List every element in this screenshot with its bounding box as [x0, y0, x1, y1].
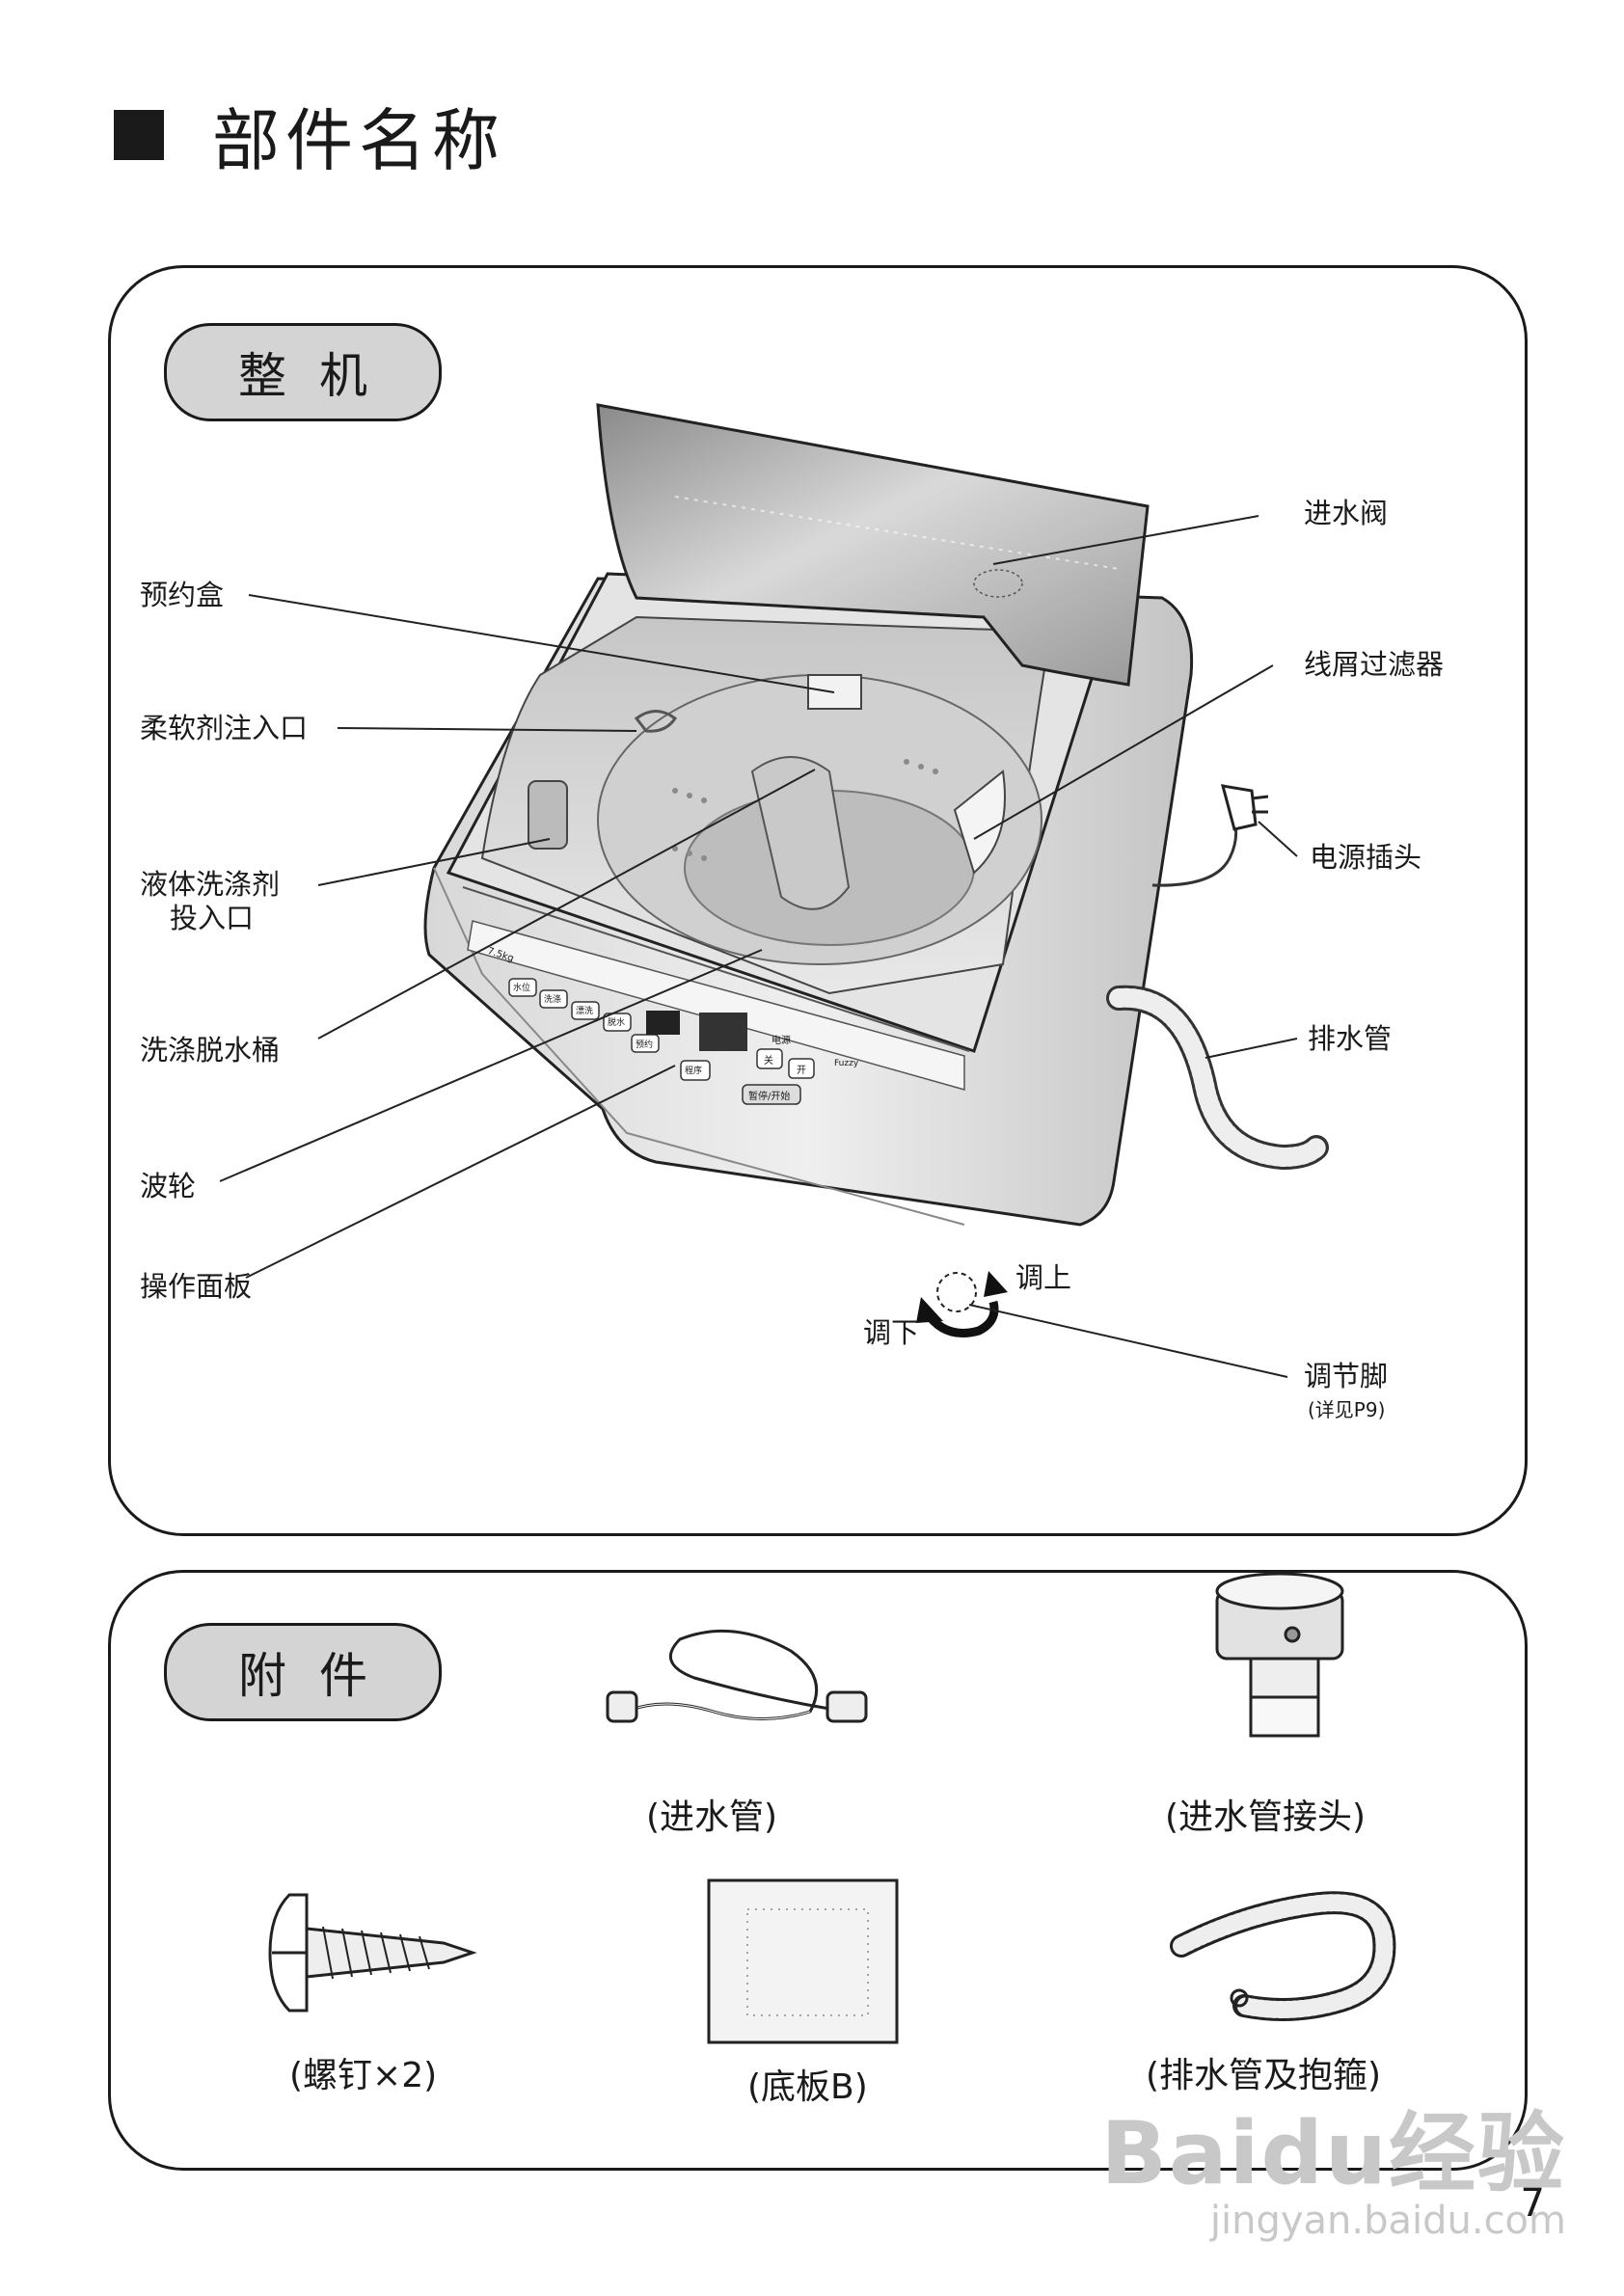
label-adjust-down: 调下	[863, 1316, 920, 1349]
caption-base-plate: (底板B)	[747, 2067, 868, 2107]
title-square-icon	[114, 110, 164, 160]
label-adjust-up: 调上	[1015, 1261, 1072, 1294]
panel-power: 电源	[771, 1036, 791, 1046]
label-softener-inlet: 柔软剂注入口	[140, 712, 309, 744]
label-pulsator: 波轮	[140, 1170, 197, 1202]
machine-lid	[596, 403, 1150, 687]
screw-image	[268, 1893, 477, 2012]
power-plug	[1151, 784, 1269, 887]
panel-fuzzy: Fuzzy	[834, 1059, 859, 1068]
base-plate-image	[707, 1878, 899, 2044]
page-title: 部件名称	[114, 96, 505, 180]
panel-on: 开	[797, 1066, 806, 1076]
panel-schedule: 预约	[636, 1040, 654, 1050]
main-unit-heading: 整机	[164, 323, 442, 421]
panel-water-level: 水位	[513, 984, 531, 993]
wash-tub-opening	[480, 615, 1053, 995]
caption-drain-hose-clamp: (排水管及抱箍)	[1146, 2056, 1382, 2095]
drain-hose	[1106, 985, 1329, 1171]
main-unit-panel: 整机	[108, 265, 1528, 1536]
leader-lines	[219, 515, 1298, 1378]
label-control-panel: 操作面板	[140, 1270, 253, 1303]
label-liquid-detergent-line2: 投入口	[170, 902, 255, 934]
panel-spin: 脱水	[608, 1018, 626, 1028]
drain-hose-clamp-image	[1170, 1891, 1396, 2021]
inlet-connector-image	[1215, 1572, 1344, 1738]
label-lint-filter: 线屑过滤器	[1304, 648, 1445, 681]
label-inlet-valve: 进水阀	[1304, 497, 1389, 529]
accessories-heading: 附件	[164, 1623, 442, 1721]
caption-inlet-hose: (进水管)	[646, 1797, 778, 1837]
label-adjust-foot-note: (详见P9)	[1308, 1398, 1386, 1421]
inlet-hose-image	[606, 1629, 868, 1723]
panel-wash: 洗涤	[544, 995, 562, 1005]
label-liquid-detergent-line1: 液体洗涤剂	[140, 868, 281, 901]
caption-inlet-connector: (进水管接头)	[1165, 1797, 1367, 1837]
label-power-plug: 电源插头	[1310, 841, 1422, 874]
label-wash-tub: 洗涤脱水桶	[140, 1034, 281, 1067]
caption-screw: (螺钉×2)	[289, 2056, 438, 2095]
panel-start-pause: 暂停/开始	[748, 1092, 791, 1102]
panel-off: 关	[764, 1056, 773, 1067]
label-adjust-foot: 调节脚	[1304, 1360, 1389, 1392]
panel-program: 程序	[685, 1067, 703, 1076]
panel-rinse: 漂洗	[576, 1007, 594, 1016]
label-drain-hose: 排水管	[1308, 1022, 1393, 1055]
label-schedule-box: 预约盒	[140, 579, 225, 611]
page-number: 7	[1520, 2181, 1545, 2226]
watermark-url: jingyan.baidu.com	[1209, 2199, 1566, 2243]
watermark-logo: Baidu经验	[1100, 2103, 1566, 2204]
page-title-text: 部件名称	[212, 100, 505, 180]
control-panel	[462, 886, 970, 1105]
adjust-foot-icon	[916, 1271, 1008, 1337]
